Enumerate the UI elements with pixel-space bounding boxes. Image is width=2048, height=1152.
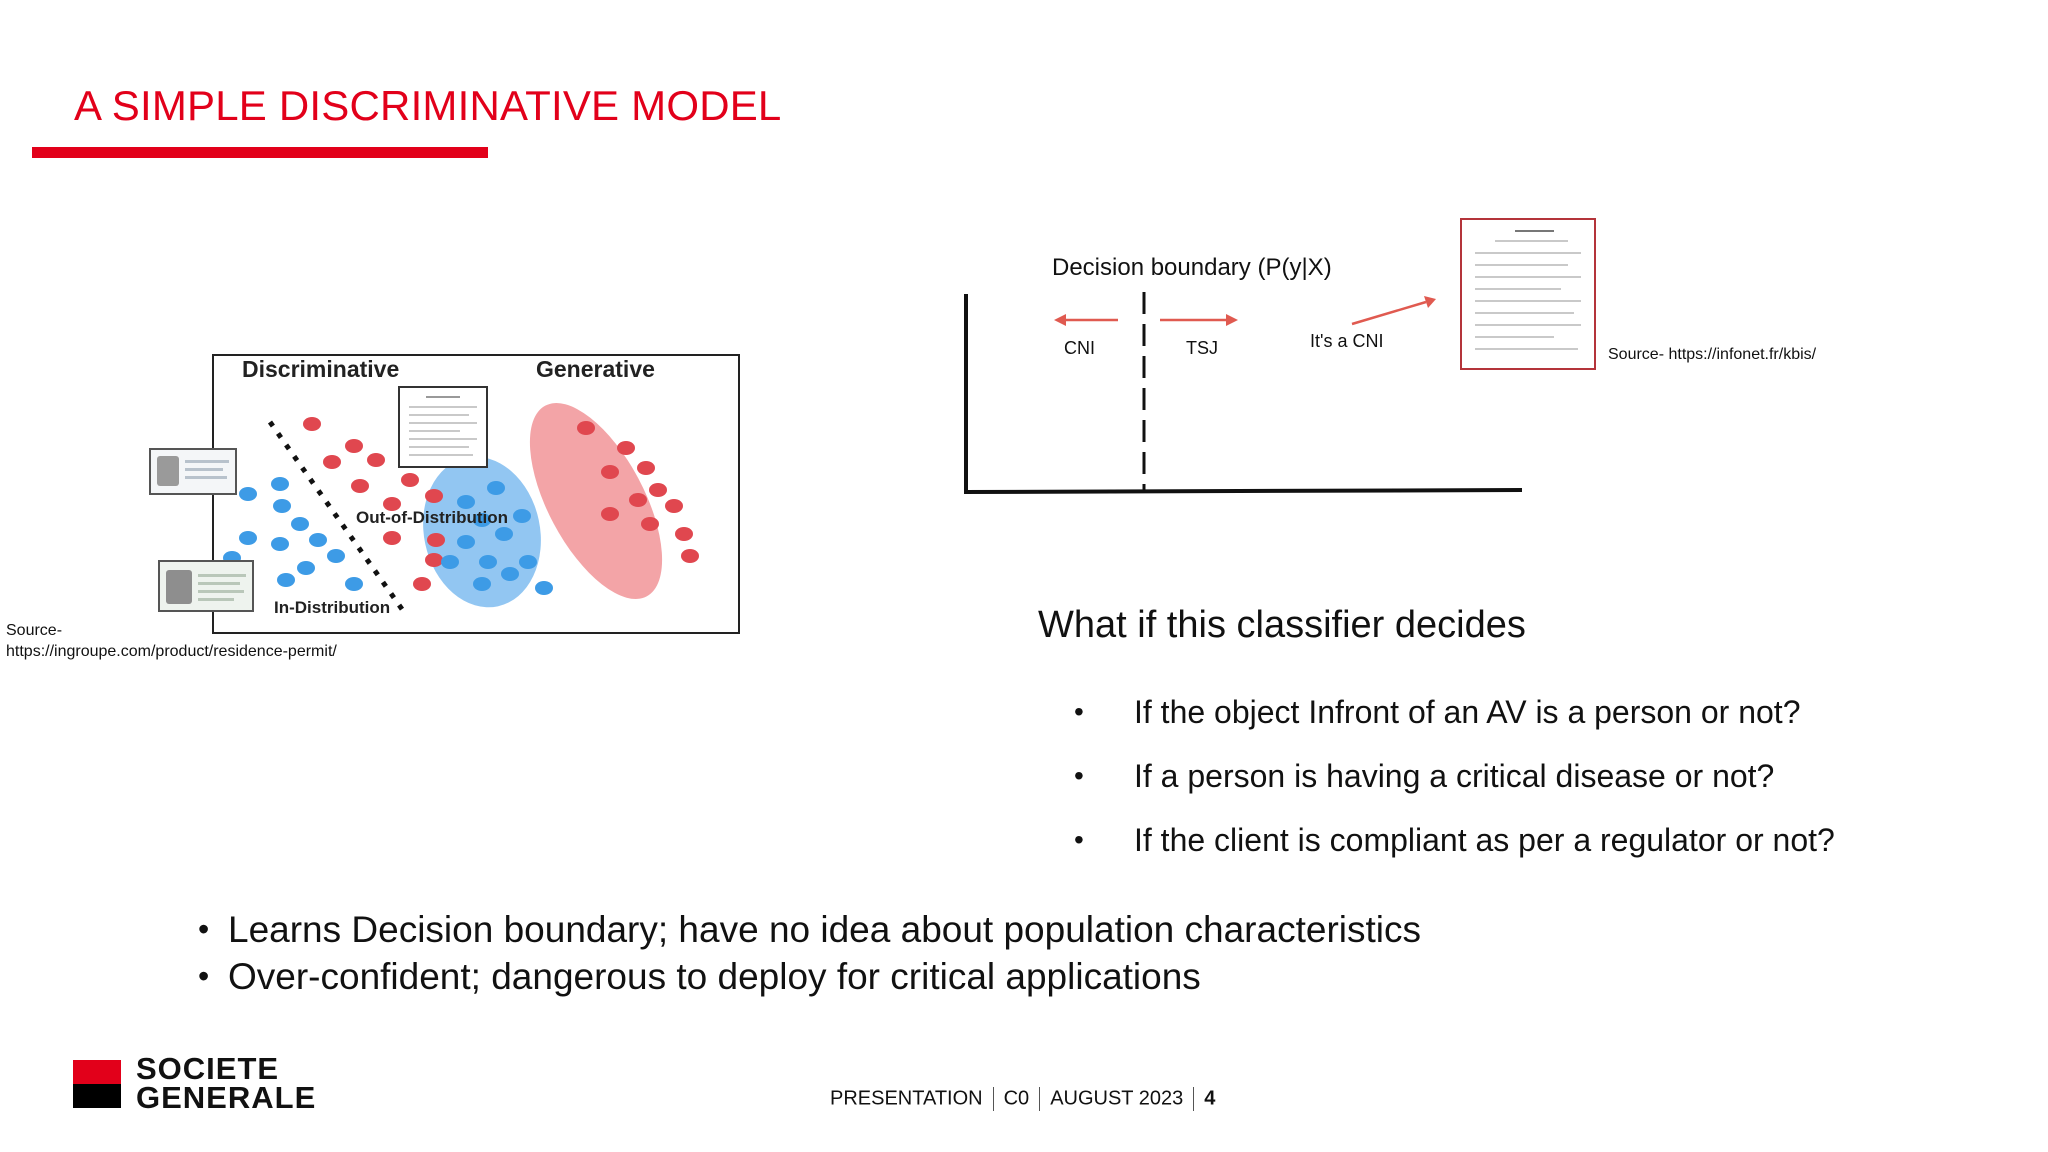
slide-title: A SIMPLE DISCRIMINATIVE MODEL (74, 82, 782, 129)
logo-line-2: GENERALE (136, 1080, 317, 1115)
left-source-prefix: Source- (6, 622, 63, 639)
decision-boundary-label: Decision boundary (P(y|X) (1052, 254, 1332, 281)
slide-footer: PRESENTATION C0 AUGUST 2023 4 (830, 1087, 1215, 1111)
question-item: If the client is compliant as per a regu… (1072, 808, 1835, 872)
logo-line-1: SOCIETE (136, 1051, 280, 1086)
question-item: If the object Infront of an AV is a pers… (1072, 680, 1835, 744)
left-arrow (1054, 314, 1118, 326)
scatter-svg (223, 403, 699, 614)
id-card-image-2 (158, 560, 254, 612)
footer-separator (1039, 1087, 1041, 1111)
company-name: SOCIETE GENERALE (136, 1051, 317, 1115)
title-underline (32, 147, 488, 158)
page-number: 4 (1204, 1087, 1216, 1110)
red-points (303, 417, 699, 591)
discriminative-generative-figure: Discriminative Generative Out-of-Distrib… (212, 354, 740, 634)
kbis-document-image (1460, 218, 1596, 370)
axes (964, 294, 1523, 495)
red-class-ellipse (529, 403, 663, 599)
id-card-image-1 (149, 448, 237, 495)
prediction-arrow (1351, 296, 1436, 326)
footer-label: PRESENTATION (830, 1087, 983, 1110)
right-figure-source: Source- https://infonet.fr/kbis/ (1608, 346, 1817, 363)
kbis-document-thumbnail (398, 386, 488, 468)
decision-boundary-line (267, 420, 407, 614)
footer-code: C0 (1003, 1087, 1030, 1110)
key-point-item: Over-confident; dangerous to deploy for … (196, 953, 1421, 1000)
blue-points (223, 477, 553, 595)
prediction-label: It's a CNI (1310, 331, 1384, 351)
ood-label: Out-of-Distribution (356, 508, 509, 527)
left-figure-source: Source- https://ingroupe.com/product/res… (6, 620, 337, 662)
left-source-url: https://ingroupe.com/product/residence-p… (6, 643, 337, 660)
key-point-item: Learns Decision boundary; have no idea a… (196, 906, 1421, 953)
societe-generale-logo-icon (73, 1060, 121, 1108)
blue-class-ellipse (423, 456, 541, 608)
footer-separator (992, 1087, 994, 1111)
id-label: In-Distribution (274, 598, 391, 617)
key-points-list: Learns Decision boundary; have no idea a… (196, 906, 1421, 1000)
footer-date: AUGUST 2023 (1050, 1087, 1184, 1110)
right-arrow (1160, 314, 1238, 326)
question-item: If a person is having a critical disease… (1072, 744, 1835, 808)
tsj-label: TSJ (1186, 338, 1219, 358)
footer-separator (1193, 1087, 1195, 1111)
questions-title: What if this classifier decides (1038, 604, 1526, 646)
discriminative-heading: Discriminative (242, 356, 400, 382)
generative-heading: Generative (536, 356, 655, 382)
questions-list: If the object Infront of an AV is a pers… (1072, 680, 1835, 872)
cni-label: CNI (1064, 338, 1095, 358)
decision-boundary-diagram (964, 292, 1523, 495)
